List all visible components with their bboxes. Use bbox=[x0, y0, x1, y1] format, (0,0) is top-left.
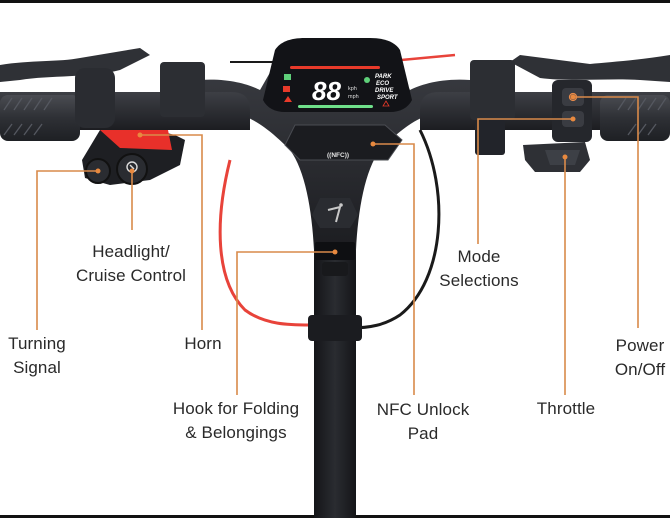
label-mode-selections: Mode Selections bbox=[424, 245, 534, 293]
right-brake-clamp bbox=[470, 60, 515, 120]
unit-mph: mph bbox=[348, 94, 359, 100]
label-line: & Belongings bbox=[185, 423, 287, 442]
label-line: Power bbox=[615, 336, 665, 355]
display-bottom-bar bbox=[298, 105, 373, 108]
callout-lines bbox=[36, 96, 639, 395]
display-top-bar bbox=[290, 66, 380, 69]
label-nfc: NFC Unlock Pad bbox=[368, 398, 478, 446]
label-line: Cruise Control bbox=[75, 266, 187, 285]
right-brake-lever bbox=[510, 55, 670, 82]
unit-kph: kph bbox=[348, 86, 357, 92]
headlight-indicator-icon bbox=[284, 74, 291, 80]
label-line: Pad bbox=[407, 424, 439, 443]
warning-light-icon bbox=[283, 86, 290, 92]
label-line: Throttle bbox=[536, 399, 596, 418]
label-line: Turning bbox=[8, 334, 66, 353]
mode-drive: DRIVE bbox=[375, 88, 394, 94]
nfc-pad[interactable] bbox=[284, 124, 403, 161]
left-brake-clamp bbox=[160, 62, 205, 117]
label-throttle: Throttle bbox=[522, 397, 610, 421]
left-brake-lever bbox=[0, 48, 150, 82]
label-turning-signal: Turning Signal bbox=[0, 332, 74, 380]
label-power: Power On/Off bbox=[600, 334, 670, 382]
brand-logo-icon bbox=[327, 205, 342, 223]
label-line: Signal bbox=[13, 358, 61, 377]
logo-badge bbox=[312, 198, 358, 228]
callout-dots bbox=[95, 94, 576, 255]
right-grip bbox=[600, 95, 670, 141]
nfc-badge: ((NFC)) bbox=[327, 152, 349, 159]
lock-icon bbox=[284, 96, 292, 102]
label-line: Selections bbox=[439, 271, 519, 290]
mode-eco: ECO bbox=[376, 81, 389, 87]
black-cable bbox=[349, 129, 441, 330]
right-mount-bracket bbox=[475, 120, 505, 155]
label-line: Headlight/ bbox=[92, 242, 170, 261]
walk-mode-icon bbox=[364, 77, 370, 83]
stem-clamp bbox=[308, 315, 362, 341]
label-line: Mode bbox=[457, 247, 501, 266]
label-line: Hook for Folding bbox=[172, 399, 300, 418]
label-hook: Hook for Folding & Belongings bbox=[160, 397, 312, 445]
speed-readout: 88 bbox=[312, 76, 341, 106]
alert-icon bbox=[382, 100, 390, 107]
label-horn: Horn bbox=[178, 332, 228, 356]
mode-sport: SPORT bbox=[377, 95, 399, 101]
stem bbox=[314, 240, 356, 518]
mode-park: PARK bbox=[375, 74, 392, 80]
label-line: On/Off bbox=[614, 360, 666, 379]
display-screen bbox=[263, 38, 412, 112]
label-line: Horn bbox=[184, 334, 222, 353]
label-headlight-cruise: Headlight/ Cruise Control bbox=[66, 240, 196, 288]
left-grip bbox=[0, 95, 80, 141]
left-lever-housing bbox=[75, 68, 115, 128]
label-line: NFC Unlock bbox=[376, 400, 470, 419]
